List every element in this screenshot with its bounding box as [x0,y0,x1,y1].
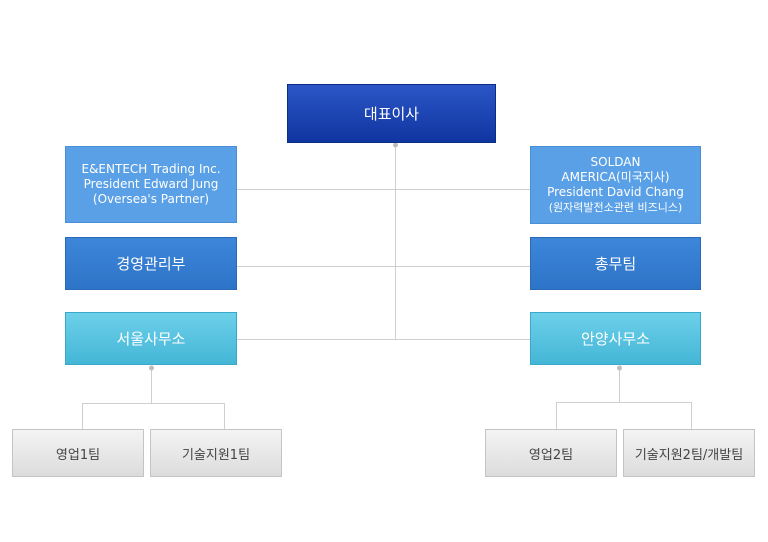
dept-management-label: 경영관리부 [116,255,186,273]
team-tech-support-1-box: 기술지원1팀 [150,429,282,477]
partner-left-note: (Oversea's Partner) [92,192,210,206]
team-sales-2-label: 영업2팀 [528,447,574,463]
partner-left-name: E&ENTECH Trading Inc. [81,162,221,176]
seoul-connector-dot [149,365,154,371]
team-sales-1-label: 영업1팀 [55,447,101,463]
office-seoul-label: 서울사무소 [116,330,186,348]
team-sales-1-box: 영업1팀 [12,429,144,477]
anyang-connector-dot [617,365,622,371]
partner-right-branch: AMERICA(미국지사) [561,170,670,184]
dept-general-affairs-box: 총무팀 [530,237,701,290]
office-anyang-box: 안양사무소 [530,312,701,365]
dept-management-box: 경영관리부 [65,237,237,290]
ceo-label: 대표이사 [363,105,420,123]
partner-right-box: SOLDAN AMERICA(미국지사) President David Cha… [530,146,701,224]
partner-left-box: E&ENTECH Trading Inc. President Edward J… [65,146,237,223]
partner-right-president: President David Chang [547,185,684,199]
ceo-box: 대표이사 [287,84,496,143]
office-seoul-box: 서울사무소 [65,312,237,365]
ceo-connector-dot [393,142,398,148]
team-tech-support-2-label: 기술지원2팀/개발팀 [634,447,744,463]
team-tech-support-1-label: 기술지원1팀 [181,447,251,463]
team-sales-2-box: 영업2팀 [485,429,617,477]
dept-general-affairs-label: 총무팀 [594,255,637,273]
partner-right-note: (원자력발전소관련 비즈니스) [548,201,683,214]
team-tech-support-2-box: 기술지원2팀/개발팀 [623,429,755,477]
partner-left-president: President Edward Jung [83,177,219,191]
partner-right-name: SOLDAN [590,155,641,169]
office-anyang-label: 안양사무소 [580,330,650,348]
